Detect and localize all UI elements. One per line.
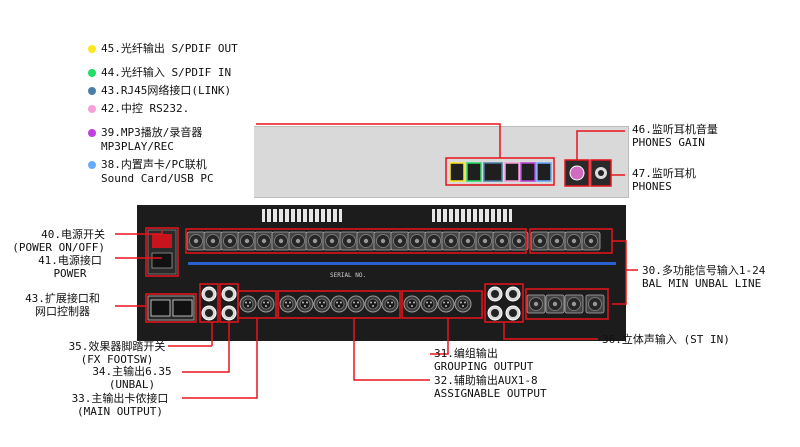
green-dot-icon <box>88 69 96 77</box>
callout-33-main-xlr-output: 33.主输出卡侬接口(MAIN OUTPUT) <box>71 392 169 418</box>
yellow-dot-icon <box>88 45 96 53</box>
legend: 45.光纤输出 S/PDIF OUT 44.光纤输入 S/PDIF IN 43.… <box>84 34 254 202</box>
purple-dot-icon <box>88 129 96 137</box>
serial-number-label: SERIAL NO. <box>330 272 367 279</box>
callout-36-stereo-in: 36.立体声输入 (ST IN) <box>602 333 730 346</box>
callout-43-expansion-network: 43.扩展接口和网口控制器 <box>25 292 100 318</box>
callout-35-fx-footsw: 35.效果器脚踏开关(FX FOOTSW) <box>68 340 166 366</box>
callout-34-main-out-unbal: 34.主输出6.35(UNBAL) <box>92 365 172 391</box>
light-blue-dot-icon <box>88 161 96 169</box>
callout-40-power-switch: 40.电源开关(POWER ON/OFF) <box>12 228 105 254</box>
blue-dot-icon <box>88 87 96 95</box>
pink-dot-icon <box>88 105 96 113</box>
